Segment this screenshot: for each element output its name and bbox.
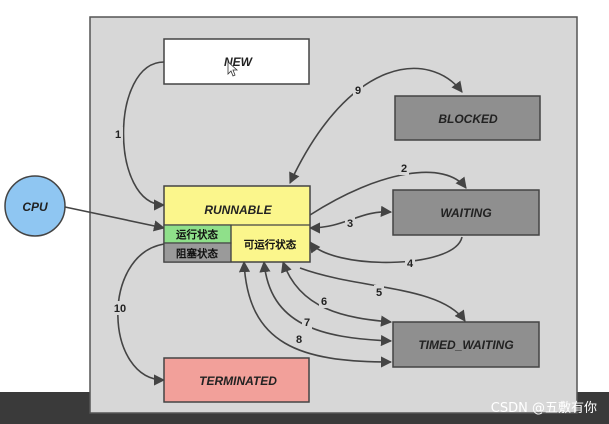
edge-label-10: 10 xyxy=(114,303,126,315)
edge-cpu xyxy=(64,206,166,232)
edge-label-1: 1 xyxy=(115,129,121,141)
edge-8 xyxy=(238,260,393,368)
substate-blocking-label: 阻塞状态 xyxy=(176,247,218,260)
node-waiting xyxy=(392,189,540,236)
node-timed-waiting-label: TIMED_WAITING xyxy=(418,338,513,352)
node-terminated xyxy=(163,357,310,403)
node-waiting-label: WAITING xyxy=(440,206,491,220)
node-cpu-label: CPU xyxy=(22,200,48,214)
edge-label-8: 8 xyxy=(296,334,302,346)
node-new xyxy=(163,38,310,85)
edge-label-2: 2 xyxy=(401,163,407,175)
edge-label-7: 7 xyxy=(304,317,310,329)
cursor-icon xyxy=(227,61,239,77)
node-blocked-label: BLOCKED xyxy=(438,112,498,126)
edge-label-9: 9 xyxy=(355,85,361,97)
edge-9 xyxy=(289,67,463,185)
edge-label-3: 3 xyxy=(347,218,353,230)
edges xyxy=(64,61,467,386)
edge-10 xyxy=(117,243,166,386)
node-runnable-label: RUNNABLE xyxy=(204,203,272,217)
watermark: CSDN @五敷有你 xyxy=(491,401,597,416)
node-timed-waiting xyxy=(392,321,540,368)
edge-label-6: 6 xyxy=(321,296,327,308)
node-runnable: RUNNABLE 运行状态 阻塞状态 可运行状态 xyxy=(163,185,311,263)
edge-label-5: 5 xyxy=(376,287,382,299)
edge-labels: 1 2 3 4 5 6 7 8 9 10 xyxy=(112,83,415,346)
node-cpu xyxy=(4,175,66,237)
substate-running-label: 运行状态 xyxy=(176,228,218,241)
edge-label-4: 4 xyxy=(407,258,414,270)
node-blocked xyxy=(394,95,541,141)
node-terminated-label: TERMINATED xyxy=(199,374,277,388)
substate-ready-label: 可运行状态 xyxy=(244,238,297,251)
edge-1 xyxy=(122,61,166,211)
